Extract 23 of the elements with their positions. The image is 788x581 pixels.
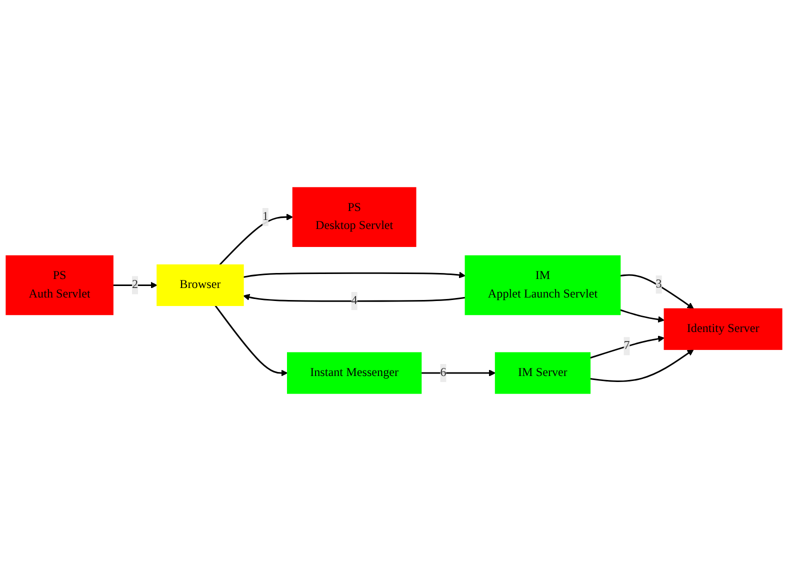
node-box: Identity Server [664, 308, 782, 350]
arrow [243, 294, 466, 302]
edge-label: 6 [440, 366, 446, 380]
edge-label: 3 [656, 278, 662, 291]
arrow [421, 370, 496, 376]
node-box: IM Applet Launch Servlet [464, 255, 621, 316]
arrow [113, 282, 158, 289]
arrow [620, 309, 664, 323]
edge-label: 2 [132, 278, 138, 292]
arrow [590, 336, 664, 359]
edge-label: 7 [624, 339, 630, 352]
node-box: Browser [156, 264, 244, 306]
node-box: PS Desktop Servlet [292, 187, 416, 247]
arrow [590, 349, 694, 382]
edge-label: 1 [262, 210, 268, 224]
node-box: Instant Messenger [286, 352, 422, 394]
arrow [620, 274, 694, 309]
edge-label: 4 [351, 294, 358, 308]
node-box: PS Auth Servlet [6, 255, 114, 316]
arrow [219, 214, 294, 266]
node-box: IM Server [494, 352, 591, 394]
arrow [243, 272, 466, 278]
arrow [214, 305, 288, 376]
